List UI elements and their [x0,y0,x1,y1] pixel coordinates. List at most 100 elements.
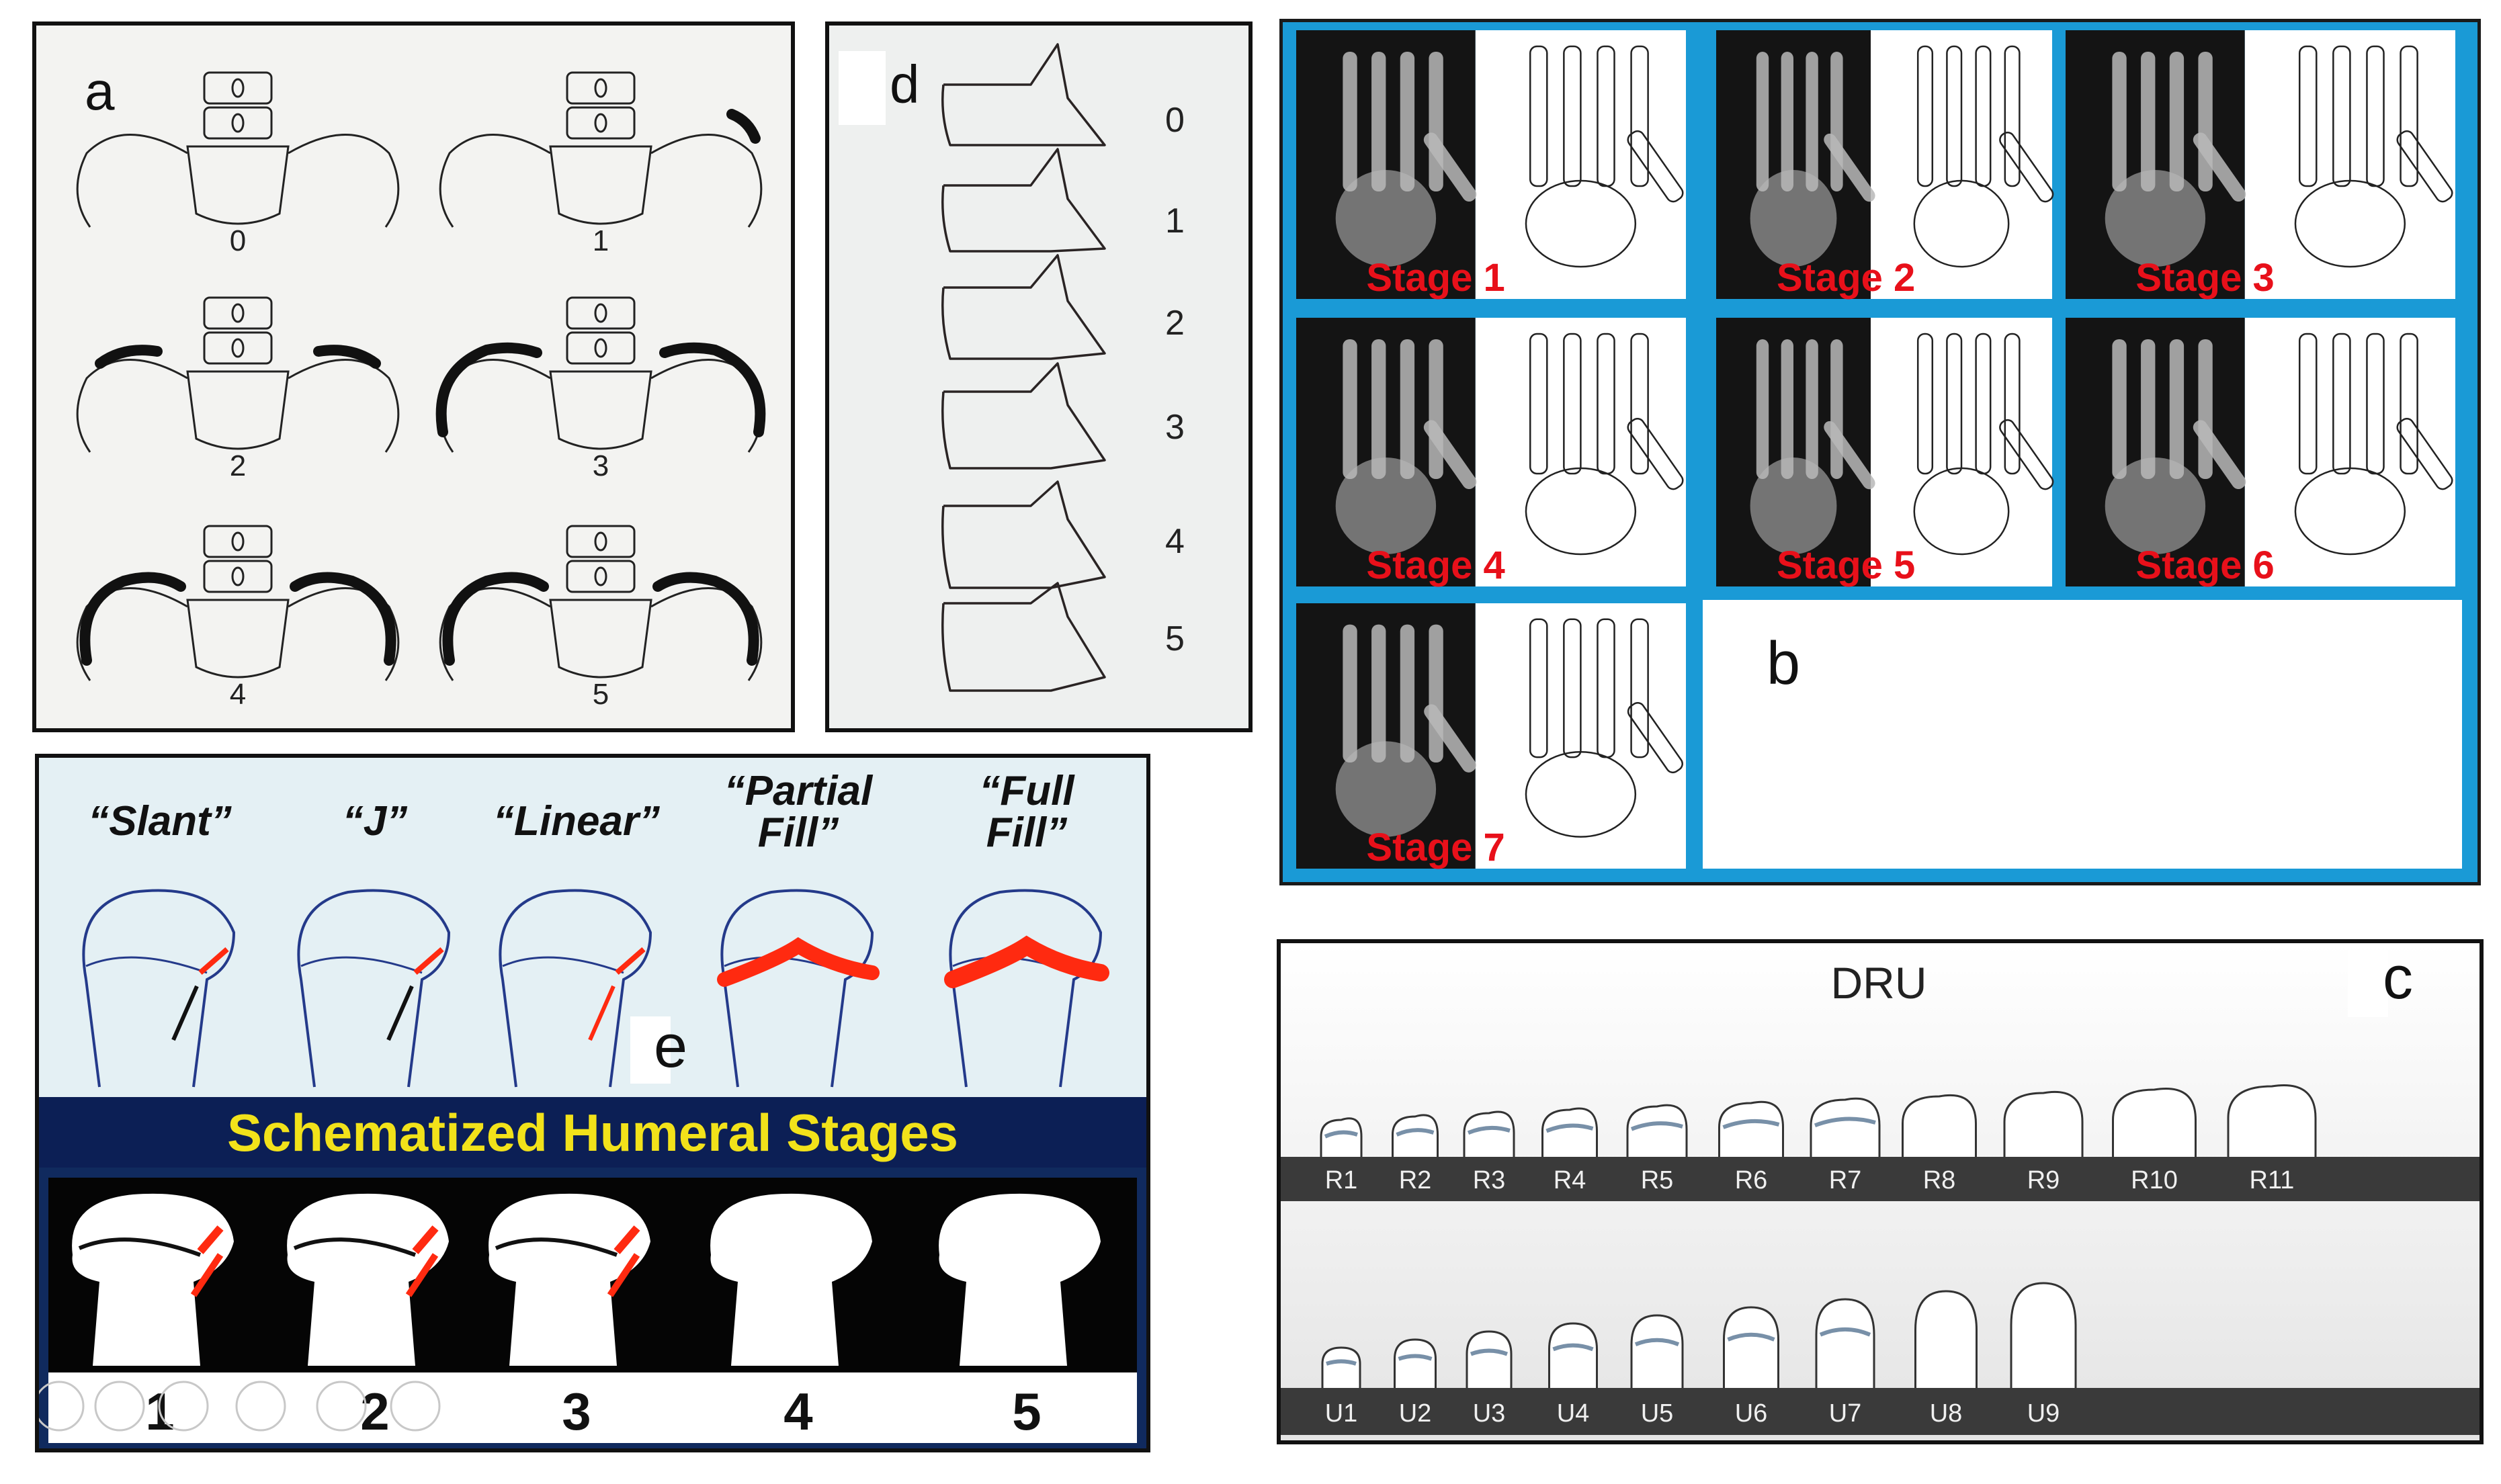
panel-c-title: DRU [1831,958,1927,1008]
ulna-stage-U1: U1 [1321,1346,1361,1428]
pelvis-stage-number: 0 [230,224,246,257]
pelvis-stage-number: 5 [593,678,609,711]
radius-stage-label: R8 [1923,1166,1956,1194]
sketch-finger [1975,45,1992,187]
lumbar-vertebra [566,525,636,558]
sketch-thumb [2396,417,2453,490]
cortex-highlight [190,1253,224,1297]
vertebra-foramen [231,531,245,552]
growth-plate-line [300,956,423,974]
xray-thumb [2193,132,2246,202]
growth-plate-gap [293,1237,417,1257]
hand-stage-6: Stage 6 [2066,318,2455,587]
cortex-line [171,985,199,1041]
pelvis-stage-number: 2 [230,449,246,482]
ulna-stage-U5: U5 [1630,1314,1684,1428]
radius-stage-R6: R6 [1718,1100,1784,1194]
ulna-stage-label: U2 [1399,1399,1432,1428]
xray-finger [1806,339,1818,479]
radius-stage-R10: R10 [2112,1088,2197,1194]
radius-epiphysis [1541,1107,1598,1157]
lumbar-vertebra [566,106,636,140]
pelvis-stage-number: 4 [230,678,246,711]
lumbar-vertebra [566,331,636,365]
xray-finger [1781,339,1793,479]
xray-finger [1806,52,1818,191]
panel-d-letter: d [890,54,920,114]
hand-stage-3: Stage 3 [2066,30,2455,300]
humeral-silhouette-1 [72,1193,234,1366]
xray-palm [2105,170,2206,267]
humeral-silhouette-5 [939,1193,1101,1366]
xray-palm [1335,457,1437,554]
vertebra-foramen [231,78,245,98]
humeral-type-label-line1: “Partial [724,768,874,814]
pelvis-stage-3: 3 [435,296,766,482]
xray-finger [1400,52,1415,191]
radius-stage-label: R3 [1473,1166,1506,1194]
radius-stage-R1: R1 [1320,1117,1363,1194]
radius-epiphysis [1626,1104,1688,1157]
panel-e-letter: e [654,1013,687,1080]
xray-finger [1830,339,1843,479]
sketch-finger [2004,45,2021,187]
ulna-stage-label: U7 [1829,1399,1862,1428]
ulna-physis-line [1552,1343,1594,1352]
xray-palm [1750,457,1837,554]
radius-physis-line [1324,1130,1358,1139]
xray-finger [1830,52,1843,191]
radius-stage-label: R7 [1829,1166,1862,1194]
panel-b-letter: b [1767,630,1800,697]
sketch-thumb [1627,701,1683,774]
ulna-stage-U4: U4 [1548,1322,1598,1428]
ulna-stage-U3: U3 [1466,1330,1513,1428]
iliac-apophysis-right [659,342,766,437]
xray-finger [2169,52,2185,191]
xray-finger [2198,52,2213,191]
panel-e-figure: “Slant”“J”“Linear”“PartialFill”“FullFill… [34,758,1146,1443]
humeral-silhouette-shape [939,1193,1101,1366]
ulna-stage-label: U3 [1473,1399,1506,1428]
vertebra-outline [941,254,1106,360]
iliac-wing-right [650,134,763,228]
vertebra-outline [941,148,1106,253]
iliac-wing-left [439,134,551,228]
ulna-label-bar [1281,1388,2479,1435]
radius-physis-line [1467,1125,1511,1135]
vertebra-stage-number: 3 [1165,408,1185,447]
pelvis-stage-2: 2 [76,296,400,482]
xray-finger [1756,52,1769,191]
humeral-stage-number: 3 [562,1382,591,1441]
xray-finger [1371,52,1386,191]
sketch-finger [1630,333,1649,475]
panel-a-letter: a [85,61,115,121]
radius-physis-line [1722,1119,1780,1129]
physis-highlight [613,1225,640,1254]
sketch-finger [1916,333,1934,475]
vertebra-stage-number: 1 [1165,202,1185,241]
radius-stage-R11: R11 [2227,1084,2317,1194]
pelvis-stage-1: 1 [439,71,763,257]
radius-epiphysis [1320,1117,1363,1157]
humeral-silhouette-4 [710,1193,872,1366]
sacrum [186,370,290,450]
slide-control-circle [390,1381,441,1432]
xray-thumb [1824,133,1875,202]
humeral-line-drawing-4 [717,889,880,1088]
xray-thumb [2193,420,2246,490]
xray-finger [1429,624,1443,762]
radius-stage-label: R1 [1325,1166,1358,1194]
physis-highlight [412,1225,439,1254]
ulna-physis-line [1326,1359,1357,1366]
ulna-physis-line [1398,1354,1433,1361]
xray-finger [1400,624,1415,762]
xray-finger [1371,339,1386,479]
radius-stage-label: R2 [1399,1166,1432,1194]
humeral-head-outline [82,889,236,1088]
xray-finger [2141,52,2156,191]
label-patch [630,1016,671,1084]
sketch-finger [2400,45,2418,187]
xray-finger [1781,52,1793,191]
